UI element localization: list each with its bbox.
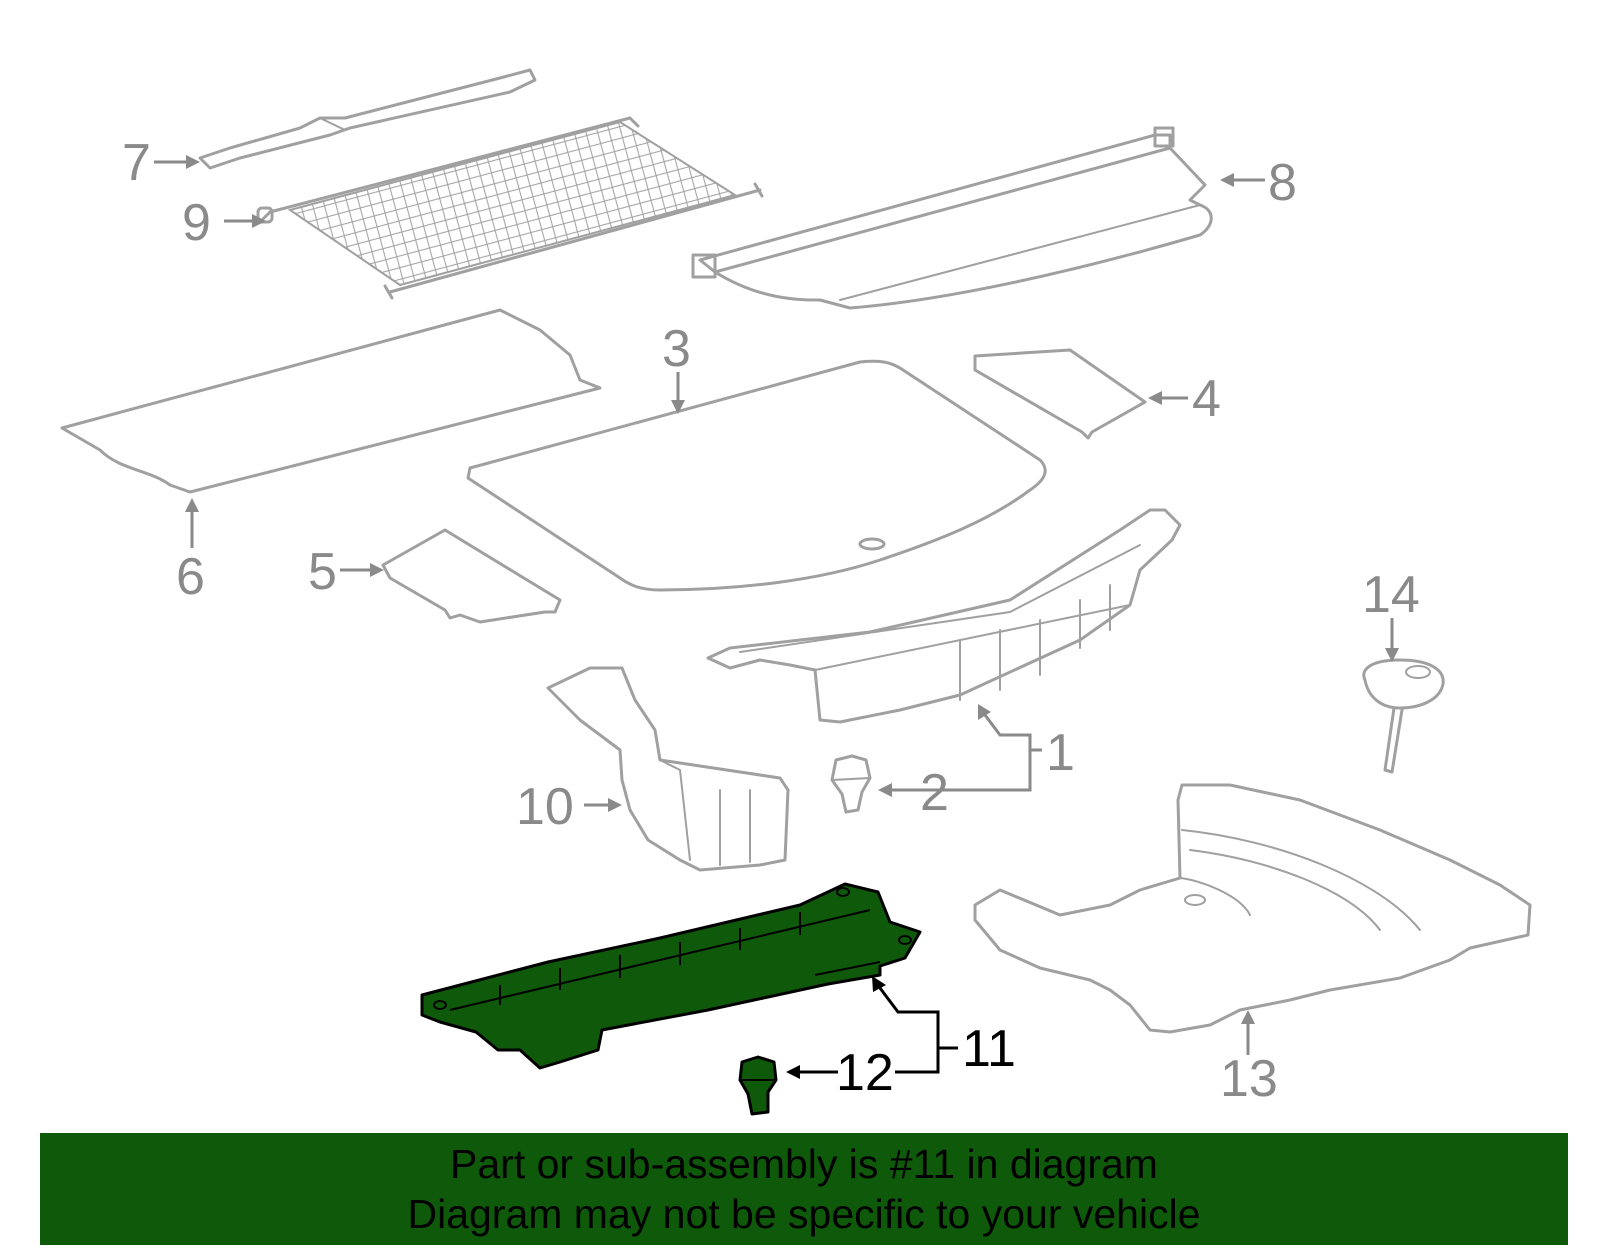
callout-5: 5 bbox=[308, 543, 337, 601]
part-2-clip bbox=[830, 754, 872, 814]
part-4-side-cover bbox=[973, 348, 1147, 440]
callout-1: 1 bbox=[1046, 724, 1075, 782]
banner-line-1: Part or sub-assembly is #11 in diagram bbox=[450, 1141, 1158, 1187]
callout-9: 9 bbox=[182, 194, 211, 252]
banner-line-2: Diagram may not be specific to your vehi… bbox=[407, 1191, 1201, 1237]
part-11-trim-highlight bbox=[420, 882, 922, 1070]
part-1-sill-plate bbox=[706, 508, 1182, 724]
callout-10: 10 bbox=[516, 778, 574, 836]
part-9-cargo-net bbox=[256, 116, 764, 300]
callout-2: 2 bbox=[920, 764, 949, 822]
callout-8: 8 bbox=[1268, 154, 1297, 212]
part-10-side-trim bbox=[546, 666, 790, 872]
part-12-clip-highlight bbox=[738, 1055, 778, 1116]
part-6-deck-board bbox=[60, 308, 602, 494]
part-8-tonneau-cover bbox=[691, 126, 1213, 310]
part-3-floor-mat bbox=[466, 359, 1047, 592]
part-14-holder bbox=[1362, 658, 1445, 774]
info-banner: Part or sub-assembly is #11 in diagram D… bbox=[40, 1133, 1568, 1245]
callout-4: 4 bbox=[1192, 370, 1221, 428]
leader-lines-dark bbox=[786, 976, 958, 1079]
part-7-strap bbox=[198, 68, 537, 170]
callout-7: 7 bbox=[122, 134, 151, 192]
callout-3: 3 bbox=[662, 320, 691, 378]
callout-12: 12 bbox=[836, 1044, 894, 1102]
leader-lines bbox=[154, 155, 1399, 1055]
callout-11: 11 bbox=[962, 1020, 1016, 1078]
callout-6: 6 bbox=[176, 548, 205, 606]
callout-13: 13 bbox=[1220, 1050, 1278, 1108]
callout-14: 14 bbox=[1362, 566, 1420, 624]
part-13-spare-well bbox=[973, 783, 1532, 1034]
part-5-side-cover bbox=[381, 528, 562, 624]
